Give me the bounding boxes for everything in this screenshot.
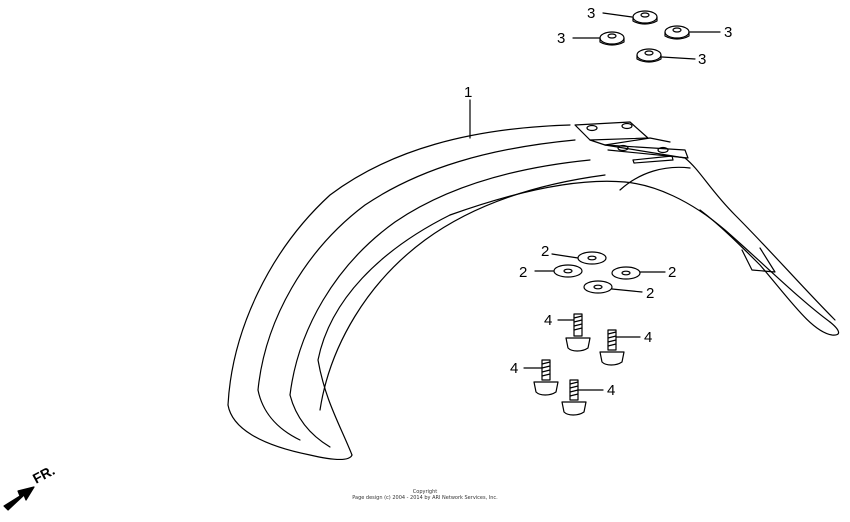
front-direction-arrow xyxy=(3,486,35,511)
grommet-d xyxy=(636,48,662,63)
callout-2-c: 2 xyxy=(668,264,676,281)
copyright-notice: Page design (c) 2004 - 2014 by ARI Netwo… xyxy=(352,495,498,501)
callout-4-c: 4 xyxy=(510,360,518,377)
callout-4-d: 4 xyxy=(607,382,615,399)
front-direction-label: FR. xyxy=(30,462,57,487)
callout-3-b: 3 xyxy=(724,24,732,41)
callout-2-b: 2 xyxy=(519,264,527,281)
callout-4-a: 4 xyxy=(544,312,552,329)
copyright-title: Copyright xyxy=(412,489,438,495)
cushions xyxy=(534,251,666,294)
grommet-a xyxy=(632,10,658,25)
callout-2-a: 2 xyxy=(541,243,549,260)
callout-3-a: 3 xyxy=(587,5,595,22)
grommet-b xyxy=(664,25,690,40)
callout-3-c: 3 xyxy=(557,30,565,47)
callout-4-b: 4 xyxy=(644,329,652,346)
front-fender xyxy=(227,121,840,461)
bolt-b xyxy=(599,329,625,366)
bolt-a xyxy=(565,313,591,352)
callout-1: 1 xyxy=(464,84,472,101)
callout-2-d: 2 xyxy=(646,285,654,302)
callout-3-d: 3 xyxy=(698,51,706,68)
bolt-c xyxy=(533,359,559,396)
grommet-c xyxy=(599,31,625,46)
grommets xyxy=(572,10,721,63)
bolts xyxy=(523,313,641,416)
bolt-d xyxy=(561,379,587,416)
